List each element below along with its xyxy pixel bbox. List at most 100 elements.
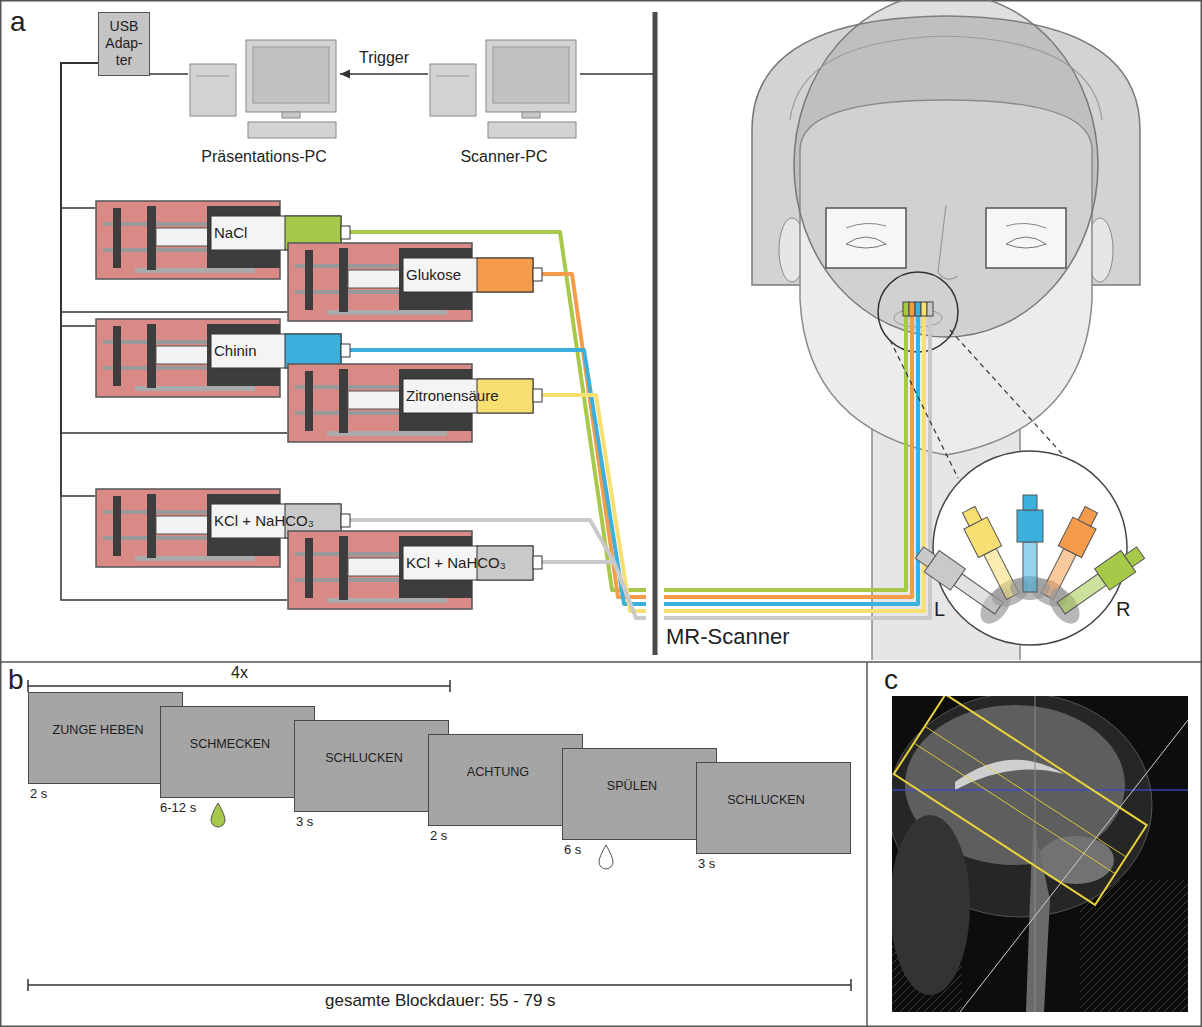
panel-frame xyxy=(866,662,868,1027)
scanner-wall xyxy=(653,12,658,655)
mouth-inset xyxy=(908,451,1152,645)
instruction-text: SCHLUCKEN xyxy=(295,751,433,765)
taste-tubes xyxy=(542,560,614,564)
syringe-label: Chinin xyxy=(214,334,257,368)
mri-image xyxy=(914,743,1115,874)
mouth-inset xyxy=(1010,495,1050,600)
instruction-screen: ACHTUNG xyxy=(428,734,583,826)
mouth-inset xyxy=(1023,495,1037,510)
syringe-pump xyxy=(533,268,542,281)
mouth-inset xyxy=(962,507,981,527)
panel-letter: a xyxy=(10,6,26,38)
panel-letter: c xyxy=(884,664,898,696)
computer-icon xyxy=(436,76,470,77)
mouth-inset xyxy=(915,547,935,567)
syringe-pump xyxy=(211,334,341,368)
tube-ends xyxy=(927,302,933,316)
tube-ends xyxy=(915,302,921,316)
computer-icon xyxy=(493,47,569,103)
computer-icon xyxy=(248,122,336,138)
mri-image xyxy=(892,696,1188,1012)
connector-line xyxy=(340,73,428,75)
computer-icon xyxy=(428,36,580,142)
side-label: R xyxy=(1116,598,1130,621)
syringe-pump xyxy=(341,514,350,527)
syringe-pump xyxy=(533,556,542,569)
syringe-pump xyxy=(533,389,542,402)
syringe-pump: Zitronensäure xyxy=(287,363,543,445)
head-illustration xyxy=(871,400,873,660)
syringe-pump xyxy=(341,344,350,357)
syringe-pump xyxy=(341,226,350,239)
mri-image xyxy=(1080,880,1188,1012)
mouth-inset xyxy=(1124,547,1144,567)
syringe-label: Zitronensäure xyxy=(406,379,499,413)
scanner-wall xyxy=(580,12,664,655)
taste-tubes xyxy=(350,232,930,618)
taste-tubes xyxy=(350,316,918,604)
syringe-pump xyxy=(147,494,156,558)
repeat-label: 4x xyxy=(231,664,248,682)
syringe-pump xyxy=(339,248,348,312)
syringe-pump xyxy=(113,326,121,386)
arrow-head xyxy=(340,70,350,79)
tube-ends xyxy=(903,302,933,316)
usb-adapter-box: USB Adap- ter xyxy=(98,12,150,76)
head-illustration xyxy=(846,223,886,228)
instruction-screen: SCHLUCKEN xyxy=(294,720,449,812)
mri-image xyxy=(1038,836,1114,884)
tube-ends xyxy=(921,302,927,316)
mri-image xyxy=(894,696,1147,905)
duration-label: 6-12 s xyxy=(160,801,196,816)
head-illustration xyxy=(1006,237,1046,248)
computer-icon xyxy=(488,122,576,138)
mri-image xyxy=(1026,820,1050,1012)
syringe-pump xyxy=(156,228,212,246)
timing-bracket xyxy=(28,680,851,991)
syringe-pump xyxy=(305,538,313,598)
head-illustration xyxy=(1006,223,1046,228)
syringe-pump xyxy=(403,258,533,292)
panel-frame xyxy=(0,661,1202,663)
wall-label: MR-Scanner xyxy=(666,624,789,649)
syringe-pump xyxy=(305,250,313,310)
duration-label: 3 s xyxy=(296,815,313,830)
head-illustration xyxy=(826,208,906,268)
syringe-pump xyxy=(113,496,121,556)
drop-icon xyxy=(211,803,225,827)
head-illustration xyxy=(846,237,886,248)
drop-icon xyxy=(599,845,613,869)
instruction-text: ACHTUNG xyxy=(429,765,567,779)
zoom-leader xyxy=(950,330,1064,456)
duration-label: 6 s xyxy=(564,843,581,858)
computer-icon: Präsentations-PC xyxy=(188,36,340,176)
syringe-pump xyxy=(339,369,348,433)
connector-line xyxy=(61,63,98,326)
computer-icon xyxy=(486,40,576,112)
connector-line xyxy=(61,63,98,208)
head-illustration xyxy=(752,0,1140,660)
mri-image xyxy=(892,815,970,995)
head-illustration xyxy=(986,208,1066,268)
mouth-inset xyxy=(1078,507,1097,527)
syringe-pump xyxy=(96,319,280,397)
mri-image xyxy=(960,720,1188,1012)
syringe-pump xyxy=(348,391,404,409)
computer-icon xyxy=(190,64,236,116)
syringe-pump xyxy=(156,346,212,364)
computer-label: Scanner-PC xyxy=(428,148,580,166)
instruction-text: SCHMECKEN xyxy=(161,737,299,751)
connector-line xyxy=(150,73,188,75)
syringe-pump xyxy=(156,516,212,534)
computer-icon xyxy=(430,64,476,116)
instruction-text: ZUNGE HEBEN xyxy=(29,723,167,737)
mouth-inset xyxy=(1023,542,1037,592)
syringe-pump xyxy=(285,334,341,368)
panel-letter: b xyxy=(8,664,24,696)
total-duration-label: gesamte Blockdauer: 55 - 79 s xyxy=(325,991,556,1011)
computer-icon xyxy=(282,112,300,118)
syringe-pump xyxy=(113,208,121,268)
duration-label: 2 s xyxy=(30,787,47,802)
syringe-label: Glukose xyxy=(406,258,461,292)
